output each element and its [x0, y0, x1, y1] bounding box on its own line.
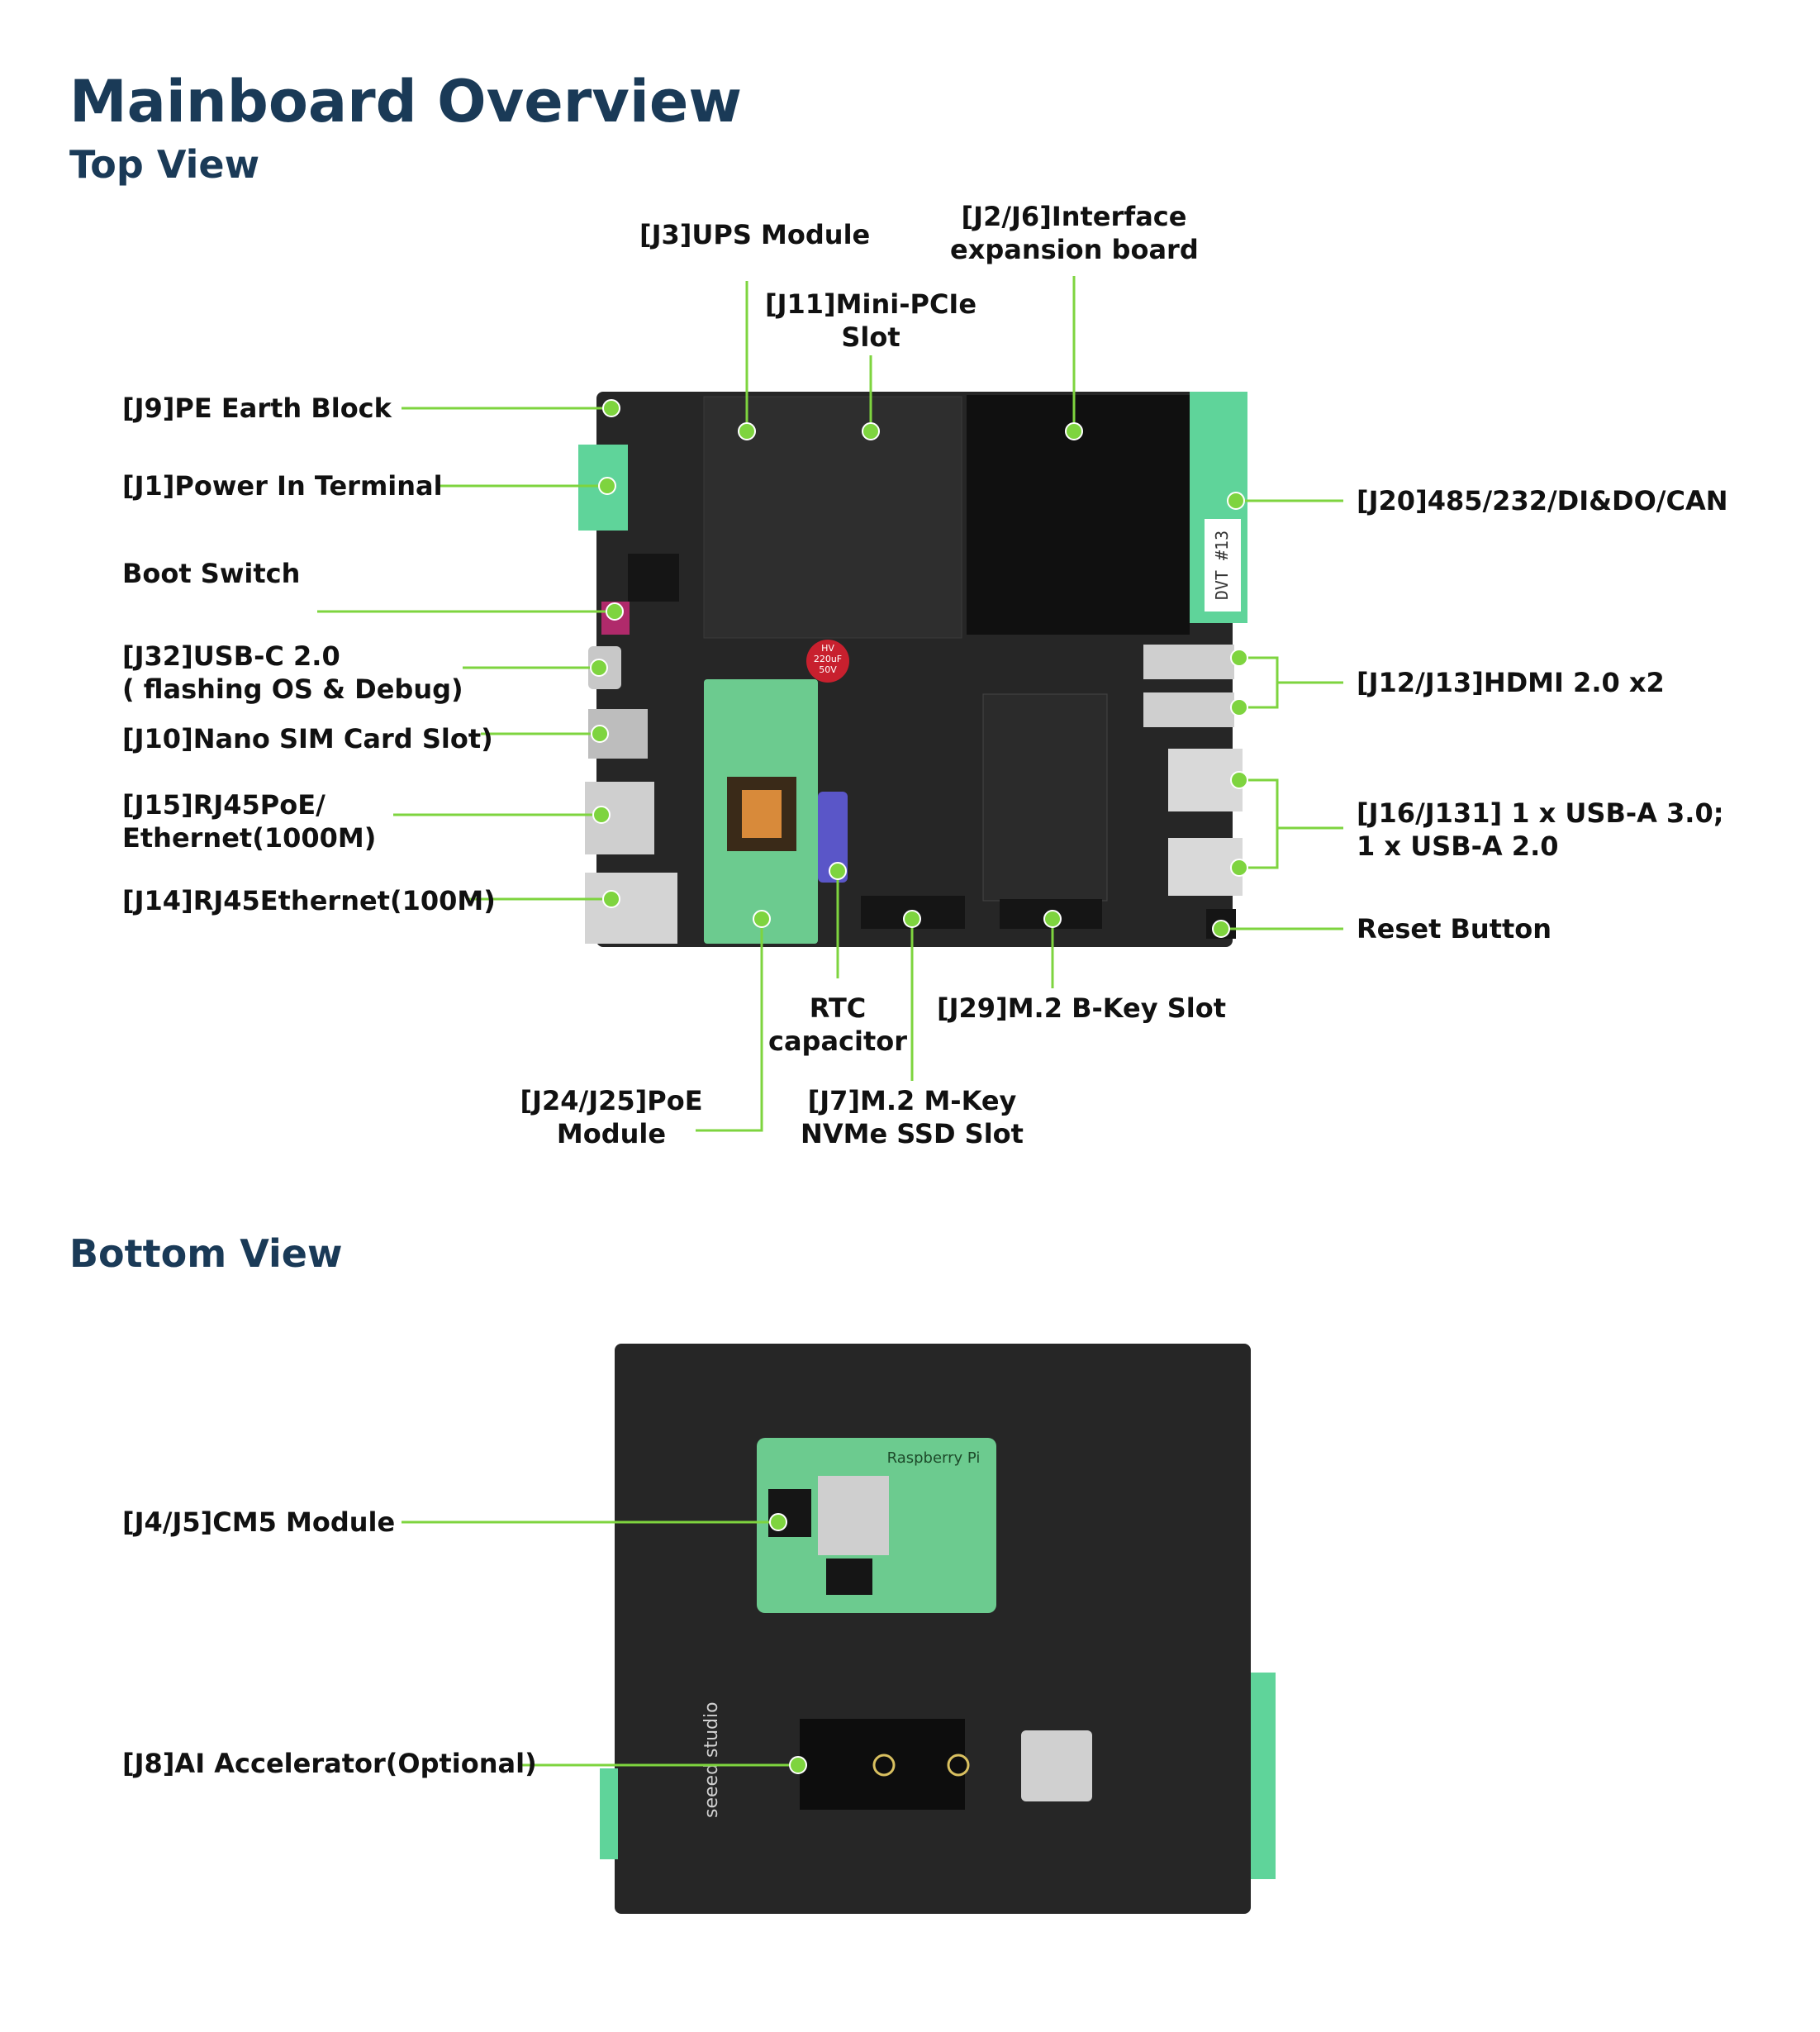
dot-usb-20 [1230, 859, 1248, 877]
dot-j7 [903, 910, 921, 928]
label-j2j6-interface-board: [J2/J6]Interface expansion board [950, 200, 1199, 266]
rpi-text: Raspberry Pi [887, 1449, 981, 1467]
label-j24j25-poe-module: [J24/J25]PoE Module [512, 1084, 710, 1150]
hdmi-1-shape [1143, 645, 1234, 679]
label-j32-line-1: [J32]USB-C 2.0 [122, 640, 340, 672]
leader-j16j131 [1239, 778, 1343, 869]
cm5-ram [826, 1559, 872, 1595]
label-j11-line-2: Slot [841, 321, 900, 353]
dot-cm5 [769, 1513, 787, 1531]
label-j14-rj45-ethernet: [J14]RJ45Ethernet(100M) [122, 885, 496, 916]
dot-j20 [1227, 492, 1245, 510]
label-j2j6-line-2: expansion board [950, 234, 1199, 265]
bottom-leaders [402, 1513, 807, 1774]
label-rtc-line-1: RTC [809, 992, 867, 1024]
label-reset-button: Reset Button [1357, 913, 1552, 945]
label-j11-mini-pcie: [J11]Mini-PCIe Slot [763, 288, 978, 354]
dot-j10 [591, 725, 609, 743]
top-view-heading: Top View [69, 142, 260, 187]
label-j16-line-2: 1 x USB-A 2.0 [1357, 830, 1559, 862]
label-j15-rj45-poe: [J15]RJ45PoE/ Ethernet(1000M) [122, 788, 376, 854]
label-boot-switch: Boot Switch [122, 558, 301, 589]
bottom-terminal-left [600, 1768, 618, 1859]
label-j24-line-2: Module [556, 1118, 667, 1149]
rj45-100m-shape [585, 873, 677, 944]
dot-hdmi-2 [1230, 698, 1248, 716]
bottom-board-image: Raspberry Pi seeed studio [600, 1344, 1276, 1914]
top-leaders [317, 276, 1343, 1132]
label-j15-line-2: Ethernet(1000M) [122, 822, 377, 854]
dot-j32 [590, 659, 608, 677]
usb-a-20-shape [1168, 838, 1243, 896]
label-j7-line-2: NVMe SSD Slot [801, 1118, 1024, 1149]
top-board-image: DVT #13 HV 220uF 50V [578, 392, 1247, 947]
label-j3-ups-module: [J3]UPS Module [639, 219, 871, 250]
bottom-pcb [615, 1344, 1251, 1914]
hailo-chip-shape [1021, 1730, 1092, 1801]
cm5-shield [818, 1476, 889, 1555]
label-j11-line-1: [J11]Mini-PCIe [764, 288, 977, 320]
cap-line-3: 50V [819, 664, 837, 675]
rtc-capacitor-shape [818, 792, 848, 883]
label-j7-line-1: [J7]M.2 M-Key [807, 1085, 1017, 1116]
dvt-text: DVT #13 [1212, 531, 1232, 600]
label-j20-terminal: [J20]485/232/DI&DO/CAN [1357, 485, 1728, 516]
dc-jack-shape [628, 554, 679, 602]
label-rtc-line-2: capacitor [767, 1026, 908, 1057]
dot-j3 [738, 422, 756, 440]
dot-j1 [598, 477, 616, 495]
dvt-sticker [1205, 519, 1241, 612]
dot-j29 [1043, 910, 1062, 928]
standoff-1 [872, 1754, 896, 1777]
bottom-terminal-right [1251, 1673, 1276, 1879]
dot-hdmi-1 [1230, 649, 1248, 667]
standoff-2 [947, 1754, 970, 1777]
dot-j8 [789, 1756, 807, 1774]
label-j16j131-usb-a: [J16/J131] 1 x USB-A 3.0; 1 x USB-A 2.0 [1357, 797, 1724, 863]
brand-text: seeed studio [701, 1701, 722, 1818]
label-j8-ai-accelerator: [J8]AI Accelerator(Optional) [122, 1748, 537, 1779]
label-j15-line-1: [J15]RJ45PoE/ [122, 789, 326, 821]
dot-j2j6 [1065, 422, 1083, 440]
label-j32-line-2: ( flashing OS & Debug) [122, 673, 463, 705]
label-j7-m2-mkey: [J7]M.2 M-Key NVMe SSD Slot [788, 1084, 1036, 1150]
cap-line-2: 220uF [814, 654, 842, 664]
dot-rtc [829, 862, 847, 880]
hv-capacitor-shape [806, 640, 849, 683]
label-j29-m2-bkey: [J29]M.2 B-Key Slot [937, 992, 1226, 1024]
dot-j15 [592, 806, 611, 824]
leader-j12j13 [1239, 656, 1343, 709]
dot-j24j25 [753, 910, 771, 928]
label-j16-line-1: [J16/J131] 1 x USB-A 3.0; [1357, 797, 1724, 829]
label-j32-usb-c: [J32]USB-C 2.0 ( flashing OS & Debug) [122, 640, 463, 706]
dot-j14 [602, 890, 620, 908]
transformer-core [742, 790, 782, 838]
label-j9-pe-earth-block: [J9]PE Earth Block [122, 393, 392, 424]
label-j12j13-hdmi: [J12/J13]HDMI 2.0 x2 [1357, 667, 1665, 698]
label-j2j6-line-1: [J2/J6]Interface [961, 201, 1187, 232]
label-rtc-capacitor: RTC capacitor [755, 992, 920, 1058]
label-j10-nano-sim: [J10]Nano SIM Card Slot) [122, 723, 493, 754]
page-title: Mainboard Overview [69, 68, 743, 136]
label-j1-power-in-terminal: [J1]Power In Terminal [122, 470, 443, 502]
label-j24-line-1: [J24/J25]PoE [520, 1085, 703, 1116]
dot-j11 [862, 422, 880, 440]
dot-reset [1212, 920, 1230, 938]
dot-boot [606, 602, 624, 621]
hdmi-2-shape [1143, 692, 1234, 727]
dot-j9 [602, 399, 620, 417]
leader-j24j25 [696, 919, 763, 1132]
cap-line-1: HV [821, 643, 834, 654]
label-j4j5-cm5-module: [J4/J5]CM5 Module [122, 1506, 396, 1538]
bottom-view-heading: Bottom View [69, 1231, 343, 1276]
dot-usb-30 [1230, 771, 1248, 789]
m2-bkey-area [982, 693, 1108, 902]
